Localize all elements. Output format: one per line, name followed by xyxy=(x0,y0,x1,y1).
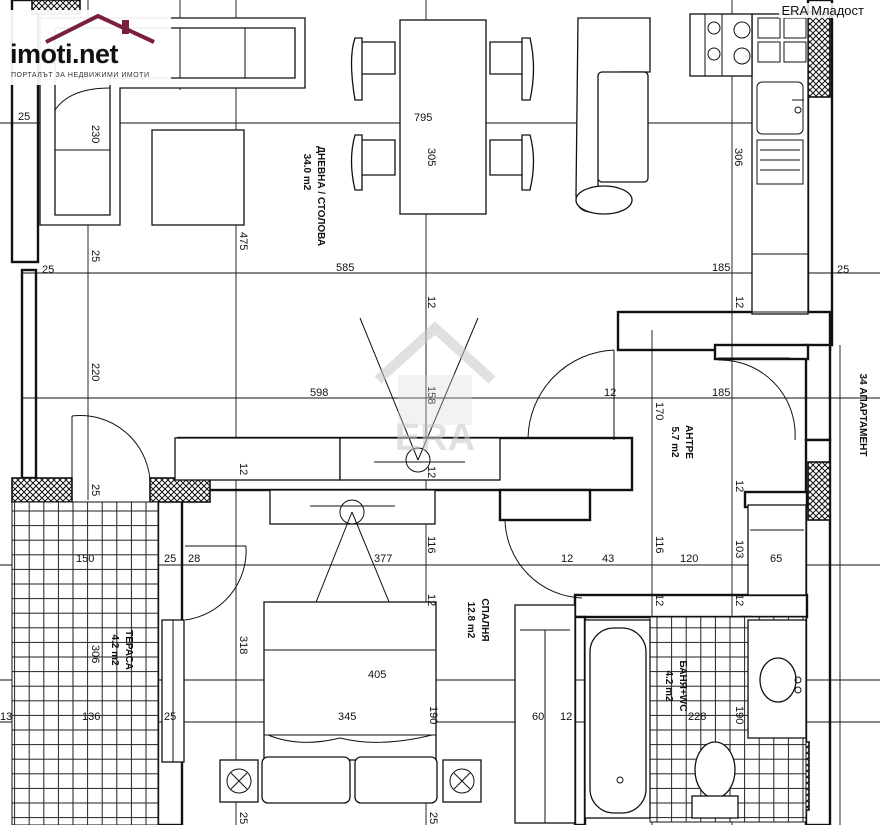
dim-label: 158 xyxy=(425,386,437,404)
hall-name: АНТРЕ xyxy=(683,425,694,459)
dim-label: 43 xyxy=(602,553,614,565)
dim-label: 318 xyxy=(237,636,249,654)
dim-label: 28 xyxy=(188,553,200,565)
dim-label: 12 xyxy=(733,594,745,606)
dim-label: 12 xyxy=(561,553,573,565)
dim-label: 345 xyxy=(338,711,356,723)
apartment-label: 34 АПАРТАМЕНТ xyxy=(857,374,868,457)
bedroom-furniture xyxy=(161,601,576,824)
room-labels: ДНЕВНА / СТОЛОВА 34.0 m2 АНТРЕ 5.7 m2 СП… xyxy=(109,146,868,712)
roof-icon xyxy=(45,13,155,44)
dim-label: 185 xyxy=(712,387,730,399)
dim-label: 150 xyxy=(76,553,94,565)
hall-area: 5.7 m2 xyxy=(669,426,680,458)
dim-label: 103 xyxy=(733,540,745,558)
dim-label: 190 xyxy=(733,706,745,724)
dim-label: 12 xyxy=(733,296,745,308)
dim-label: 25 xyxy=(18,111,30,123)
dim-label: 13 xyxy=(0,711,12,723)
era-watermark: ERA xyxy=(374,321,496,459)
logo-text: imoti.net xyxy=(10,39,119,69)
dim-label: 190 xyxy=(427,706,439,724)
dim-label: 405 xyxy=(368,669,386,681)
dim-label: 306 xyxy=(89,645,101,663)
dim-label: 305 xyxy=(425,148,437,166)
bath-name: БАНЯ+WC xyxy=(677,661,688,712)
dim-label: 12 xyxy=(425,594,437,606)
dim-label: 65 xyxy=(770,553,782,565)
tv-unit xyxy=(174,317,501,661)
dim-label: 220 xyxy=(89,363,101,381)
imoti-logo: imoti.net ПОРТАЛЪТ ЗА НЕДВИЖИМИ ИМОТИ xyxy=(6,10,171,85)
dim-label: 12 xyxy=(237,463,249,475)
dim-label: 598 xyxy=(310,387,328,399)
dim-label: 12 xyxy=(604,387,616,399)
watermark-text: ERA xyxy=(395,417,475,459)
dim-label: 12 xyxy=(560,711,572,723)
bath-area: 4.2 m2 xyxy=(663,670,674,702)
dim-label: 306 xyxy=(732,148,744,166)
dim-label: 25 xyxy=(427,812,439,824)
kitchen xyxy=(689,13,809,315)
terrace xyxy=(11,501,159,825)
bedroom-area: 12.8 m2 xyxy=(465,602,476,639)
logo-tagline: ПОРТАЛЪТ ЗА НЕДВИЖИМИ ИМОТИ xyxy=(11,72,150,79)
dim-label: 25 xyxy=(42,264,54,276)
agency-label: ERA Младост xyxy=(779,3,866,18)
dim-label: 116 xyxy=(425,536,437,554)
dim-label: 120 xyxy=(680,553,698,565)
dim-label: 170 xyxy=(653,402,665,420)
dim-label: 230 xyxy=(89,125,101,143)
dim-label: 377 xyxy=(374,553,392,565)
dim-label: 12 xyxy=(653,594,665,606)
dim-label: 25 xyxy=(89,484,101,496)
dim-label: 25 xyxy=(237,812,249,824)
terrace-name: ТЕРАСА xyxy=(123,630,134,670)
dim-label: 136 xyxy=(82,711,100,723)
dim-label: 60 xyxy=(532,711,544,723)
dim-label: 475 xyxy=(237,232,249,250)
dim-label: 25 xyxy=(89,250,101,262)
dim-label: 12 xyxy=(733,480,745,492)
dim-label: 185 xyxy=(712,262,730,274)
living-room-name: ДНЕВНА / СТОЛОВА xyxy=(315,146,326,246)
dim-label: 25 xyxy=(164,553,176,565)
dimension-labels: 25 230 795 305 306 25 475 25 585 185 25 … xyxy=(0,111,849,824)
dining-chairs xyxy=(350,37,535,191)
dim-label: 12 xyxy=(425,296,437,308)
bathroom xyxy=(584,504,807,823)
bedroom-name: СПАЛНЯ xyxy=(479,598,490,641)
dim-label: 228 xyxy=(688,711,706,723)
dim-label: 116 xyxy=(653,536,665,554)
dim-label: 585 xyxy=(336,262,354,274)
terrace-area: 4.2 m2 xyxy=(109,634,120,666)
living-room-area: 34.0 m2 xyxy=(301,154,312,191)
dim-label: 25 xyxy=(837,264,849,276)
dim-label: 795 xyxy=(414,112,432,124)
dim-label: 25 xyxy=(164,711,176,723)
dim-label: 12 xyxy=(425,466,437,478)
